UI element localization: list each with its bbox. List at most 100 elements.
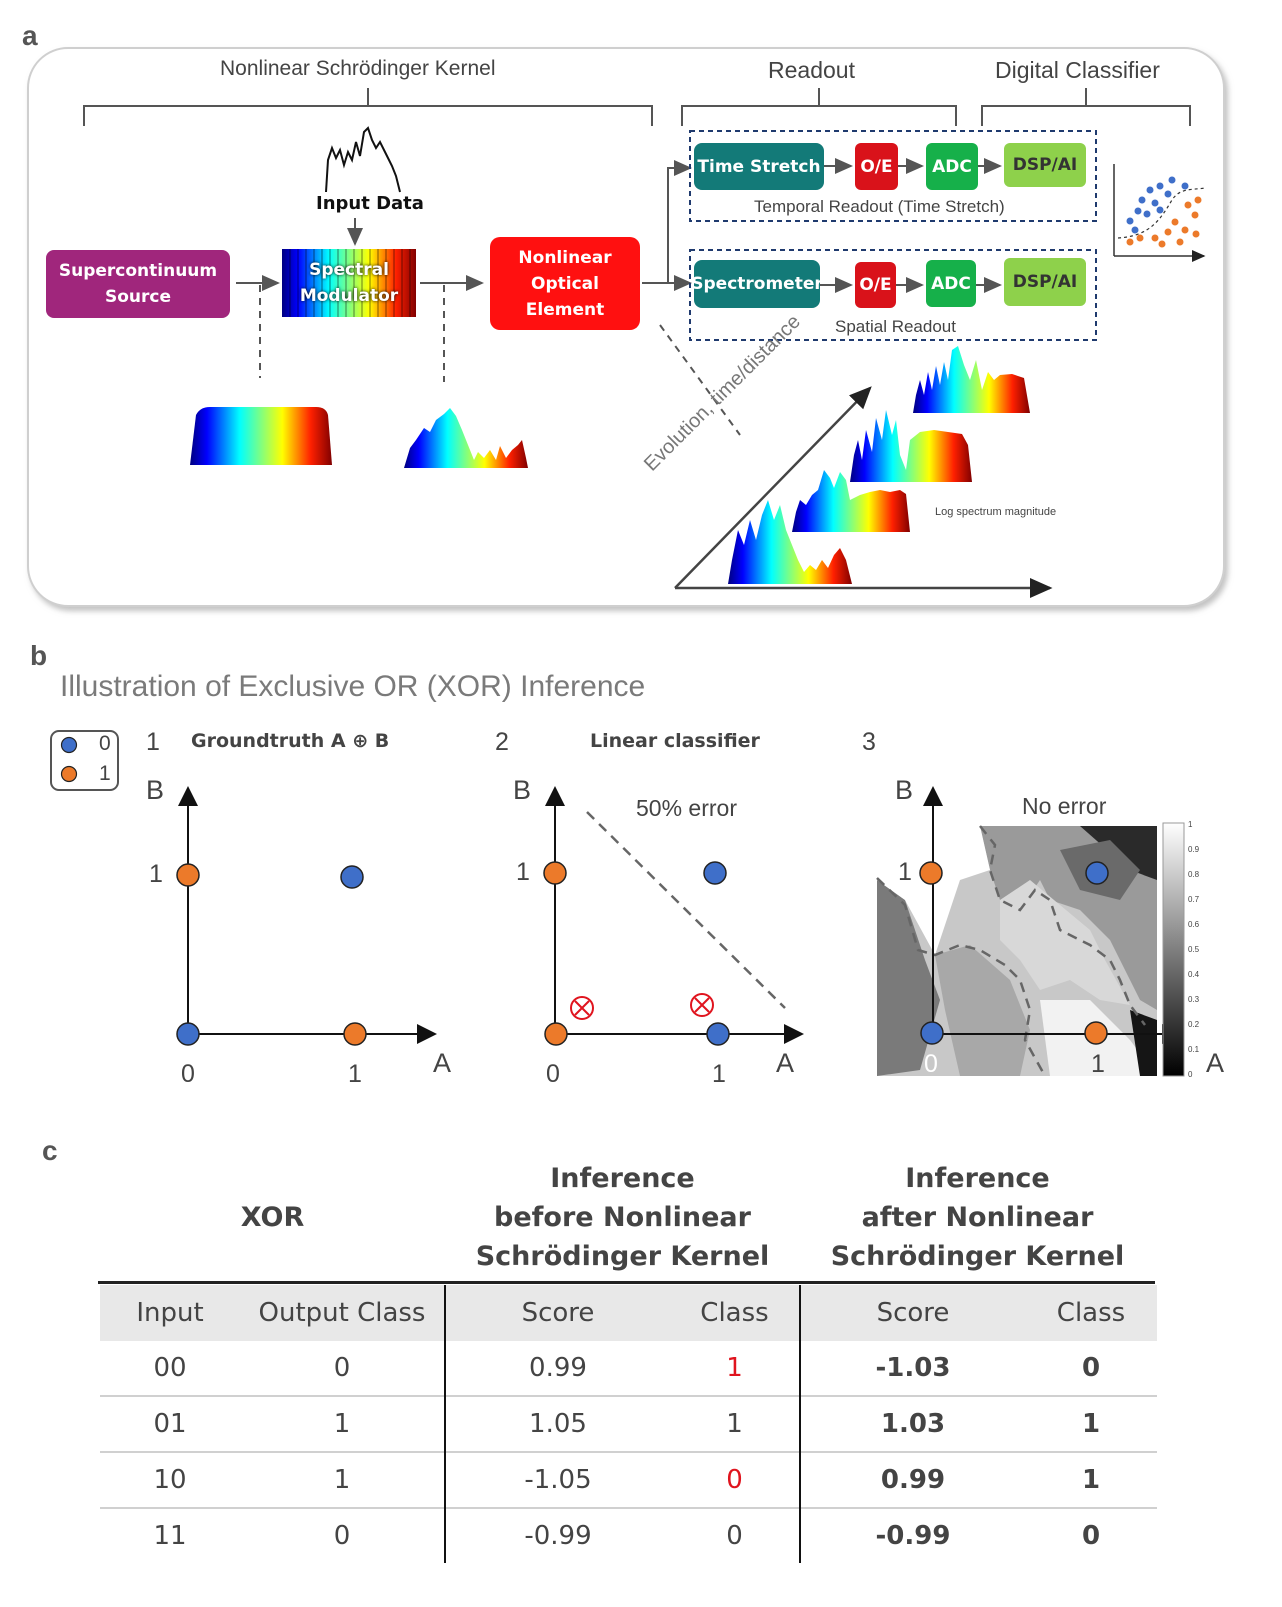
- linear-boundary: [586, 811, 786, 1009]
- plot1-title: Groundtruth A ⊕ B: [191, 730, 390, 752]
- plot1-point-10: [343, 1022, 367, 1046]
- plot3-x-label: A: [1206, 1048, 1225, 1078]
- cell-class-after: 0: [1081, 1521, 1101, 1551]
- cell-score-before: 1.05: [444, 1396, 670, 1452]
- col-score-before: Score: [444, 1285, 670, 1341]
- cell-output-class: 1: [333, 1409, 351, 1439]
- adc-box-temporal: ADC: [926, 143, 978, 190]
- cell-score-before: 0.99: [444, 1341, 670, 1396]
- panel-a-letter: a: [22, 20, 38, 51]
- table-row: 00 0 0.99 1 -1.03 0: [100, 1341, 1157, 1396]
- plot1-point-00: [176, 1022, 200, 1046]
- adc-box-spatial: ADC: [926, 260, 976, 307]
- colorbar-tick: 0.4: [1188, 970, 1200, 979]
- table-top-rule: [98, 1281, 1155, 1284]
- plot2-x-label: A: [776, 1048, 795, 1078]
- cell-output-class: 1: [333, 1465, 351, 1495]
- plot3-y-tick-1: 1: [898, 858, 912, 886]
- cell-class-before-wrong: 1: [726, 1353, 743, 1383]
- spectrometer-box: Spectrometer: [691, 260, 823, 308]
- nonlinear-boundary-2: [979, 825, 1146, 1026]
- legend-1-marker: [60, 765, 78, 783]
- col-output-class: Output Class: [240, 1285, 445, 1341]
- plot3-point-11: [1085, 861, 1109, 885]
- table-row: 10 1 -1.05 0 0.99 1: [100, 1452, 1157, 1508]
- table-row: 11 0 -0.99 0 -0.99 0: [100, 1508, 1157, 1563]
- plot3-point-00: [920, 1021, 944, 1045]
- temporal-readout-label: Temporal Readout (Time Stretch): [754, 197, 1005, 216]
- cell-input: 01: [153, 1409, 187, 1439]
- error-icon-2: [690, 993, 714, 1017]
- spectrum-stage-3: [850, 410, 972, 482]
- spectrum-stage-1: [728, 500, 852, 584]
- plot2-x-tick-0: 0: [546, 1060, 560, 1088]
- cell-score-after: -1.03: [799, 1341, 1025, 1396]
- input-data-label: Input Data: [316, 193, 424, 214]
- plot2-y-label: B: [513, 775, 532, 805]
- panel-c-letter: c: [42, 1135, 58, 1166]
- cell-output-class: 0: [333, 1521, 351, 1551]
- colorbar-tick: 0.7: [1188, 895, 1200, 904]
- cell-class-before-wrong: 0: [726, 1465, 743, 1495]
- plot3-point-10: [1084, 1021, 1108, 1045]
- plot1-x-tick-1: 1: [348, 1060, 362, 1088]
- plot1-y-label: B: [146, 775, 165, 805]
- col-score-after: Score: [799, 1285, 1025, 1341]
- kernel-bracket-label: Nonlinear Schrödinger Kernel: [220, 57, 496, 80]
- spectral-modulator-block: [282, 249, 416, 317]
- log-spectrum-label: Log spectrum magnitude: [935, 506, 1057, 518]
- col-input: Input: [100, 1285, 240, 1341]
- colorbar-tick: 0.6: [1188, 920, 1200, 929]
- plot3-point-01: [919, 861, 943, 885]
- colorbar-tick: 0.1: [1188, 1045, 1200, 1054]
- cell-score-before: -1.05: [444, 1452, 670, 1508]
- xor-header: XOR: [240, 1202, 305, 1233]
- plot3-x-tick-0: 0: [924, 1050, 938, 1078]
- oe-box-temporal: O/E: [855, 143, 898, 190]
- colorbar-tick: 0: [1188, 1070, 1193, 1079]
- plot2-note: 50% error: [636, 795, 737, 821]
- spatial-readout-label: Spatial Readout: [835, 317, 956, 336]
- classifier-bracket-label: Digital Classifier: [995, 57, 1160, 83]
- input-data-waveform: [325, 126, 401, 193]
- table-header-row: Input Output Class Score Class Score Cla…: [100, 1285, 1157, 1341]
- cell-score-after: 0.99: [799, 1452, 1025, 1508]
- spectrum-stage-2: [792, 470, 910, 532]
- classifier-bracket: [981, 88, 1191, 126]
- plot1-number: 1: [146, 728, 160, 756]
- xor-table: Input Output Class Score Class Score Cla…: [100, 1285, 1157, 1563]
- spectral-modulator-label: Spectral Modulator: [299, 260, 399, 306]
- plot1-x-label: A: [433, 1048, 452, 1078]
- cell-class-after: 1: [1081, 1409, 1101, 1439]
- readout-bracket-label: Readout: [768, 57, 855, 83]
- cell-output-class: 0: [333, 1353, 351, 1383]
- readout-bracket: [681, 88, 957, 126]
- cell-input: 11: [153, 1521, 187, 1551]
- after-kernel-header: Inference after Nonlinear Schrödinger Ke…: [830, 1163, 1125, 1272]
- nonlinear-boundary-1: [876, 877, 1047, 1077]
- error-icon-1: [570, 996, 594, 1020]
- col-class-before: Class: [670, 1285, 800, 1341]
- colorbar-tick: 0.5: [1188, 945, 1200, 954]
- plot1-y-tick-1: 1: [149, 860, 163, 888]
- legend-0-marker: [60, 736, 78, 754]
- colorbar-tick: 0.9: [1188, 845, 1200, 854]
- plot3-note: No error: [1022, 793, 1107, 819]
- plot2-number: 2: [495, 728, 509, 756]
- cell-input: 10: [153, 1465, 187, 1495]
- colorbar-tick: 0.2: [1188, 1020, 1200, 1029]
- cell-score-after: -0.99: [799, 1508, 1025, 1563]
- legend-0-label: 0: [99, 732, 111, 755]
- time-stretch-box: Time Stretch: [694, 143, 824, 190]
- col-class-after: Class: [1025, 1285, 1157, 1341]
- plot2-x-tick-1: 1: [712, 1060, 726, 1088]
- plot1-point-11: [340, 865, 364, 889]
- oe-box-spatial: O/E: [855, 262, 896, 308]
- plot2-y-tick-1: 1: [516, 858, 530, 886]
- cell-class-before: 0: [726, 1521, 743, 1551]
- plot3-y-label: B: [895, 775, 914, 805]
- legend-1-label: 1: [99, 762, 111, 785]
- cell-score-before: -0.99: [444, 1508, 670, 1563]
- cell-input: 00: [153, 1353, 187, 1383]
- kernel-bracket: [83, 88, 653, 126]
